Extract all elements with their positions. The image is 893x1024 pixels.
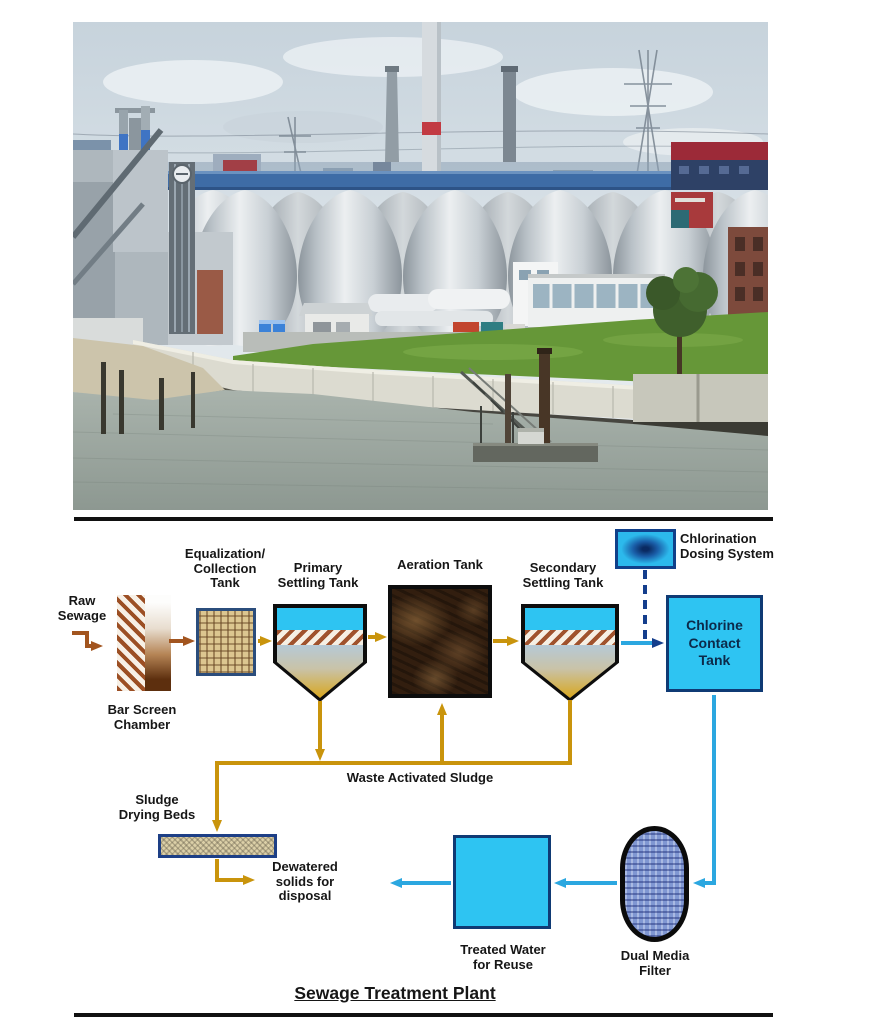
node-dual-media-filter [620, 826, 689, 942]
label-primary-settling: Primary Settling Tank [277, 560, 359, 590]
node-bar-screen-gradient [145, 595, 171, 691]
line-waste-activated-sludge [212, 700, 572, 832]
label-chlorine-contact-tank: Chlorine Contact Tank [686, 617, 743, 669]
divider-line-bottom [74, 1013, 773, 1017]
divider-line-top [74, 517, 773, 521]
label-sludge-drying-beds: Sludge Drying Beds [118, 792, 196, 822]
label-waste-activated-sludge: Waste Activated Sludge [346, 770, 494, 785]
beach [73, 338, 225, 402]
node-sludge-drying-bed [158, 834, 277, 858]
label-chlorination-dosing: Chlorination Dosing System [680, 531, 774, 561]
node-chlorine-contact-tank: Chlorine Contact Tank [666, 595, 763, 692]
water [73, 390, 768, 510]
node-chlorination-dosing-system [615, 529, 676, 569]
label-aeration-tank: Aeration Tank [397, 557, 483, 572]
node-bar-screen-hatch [117, 595, 145, 691]
node-treated-water [453, 835, 551, 929]
page-title: Sewage Treatment Plant [294, 983, 496, 1003]
node-secondary-settling-tank [521, 604, 619, 702]
plant-photo [73, 22, 768, 510]
tree [646, 267, 718, 378]
label-dewatered-solids: Dewatered solids for disposal [272, 859, 338, 904]
label-dual-media-filter: Dual Media Filter [620, 948, 690, 978]
arrow-dewatered-solids-out [215, 859, 255, 885]
node-primary-settling-tank [273, 604, 367, 702]
label-equalization-tank: Equalization/ Collection Tank [184, 546, 266, 591]
label-treated-water: Treated Water for Reuse [460, 942, 546, 972]
label-secondary-settling: Secondary Settling Tank [522, 560, 604, 590]
arrow-raw-sewage-in [72, 631, 103, 651]
arrow-chlorine-to-filter [693, 695, 716, 888]
label-bar-screen-chamber: Bar Screen Chamber [107, 702, 177, 732]
node-equalization-tank [196, 608, 256, 676]
pier [101, 348, 598, 462]
node-aeration-tank [388, 585, 492, 698]
label-raw-sewage: Raw Sewage [57, 593, 107, 623]
left-buildings [73, 128, 233, 348]
bridge [159, 174, 768, 190]
bridge-rail [159, 171, 768, 174]
